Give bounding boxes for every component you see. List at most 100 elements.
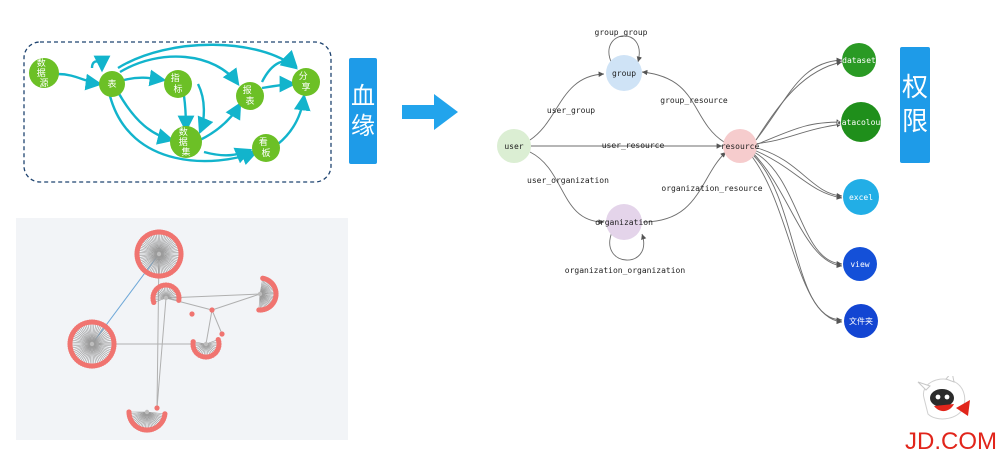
graph-spoke (91, 331, 111, 345)
graph-spoke (146, 411, 155, 429)
graph-spoke (91, 343, 99, 366)
graph-spoke (139, 253, 160, 266)
graph-node (173, 287, 179, 293)
node-user: user (504, 142, 523, 151)
graph-spoke (77, 343, 93, 362)
graph-spoke (158, 253, 177, 268)
graph-spoke (70, 343, 93, 349)
relation-graph (16, 218, 348, 440)
graph-spoke (142, 253, 160, 269)
graph-spoke (76, 343, 93, 360)
lineage-node-report: 报 表 (243, 84, 257, 107)
graph-spoke (151, 232, 160, 255)
graph-leaf-node (190, 339, 196, 345)
edge-dataset-dashboard (203, 147, 253, 164)
edge-table-dataset (116, 91, 175, 145)
graph-spoke (146, 411, 152, 430)
lineage-node-table: 表 (107, 78, 116, 90)
graph-spoke (146, 411, 164, 420)
graph-spoke (146, 411, 150, 430)
graph-spoke (74, 329, 93, 345)
node-datacoloum: datacoloum (837, 118, 885, 127)
graph-spoke (70, 343, 93, 347)
lineage-node-datasource: 数 据 源 (37, 57, 51, 89)
graph-spoke (158, 235, 172, 255)
graph-spoke (158, 232, 163, 255)
graph-spoke (146, 411, 162, 423)
graph-spoke (158, 237, 175, 255)
edge-dashboard-share (277, 93, 311, 145)
graph-spoke (89, 343, 93, 366)
graph-spoke (72, 343, 93, 355)
graph-spoke (91, 343, 105, 363)
graph-spoke (155, 253, 160, 276)
graph-spoke (134, 411, 148, 426)
graph-leaf-node (176, 297, 182, 303)
node-folder: 文件夹 (849, 316, 873, 326)
graph-link (156, 253, 160, 409)
graph-spoke (139, 253, 160, 264)
graph-spoke (74, 343, 93, 359)
edge-datasource-table (57, 72, 103, 91)
graph-spoke (148, 253, 160, 274)
graph-spoke (71, 335, 93, 345)
graph-spoke (91, 323, 101, 345)
graph-spoke (137, 247, 160, 255)
graph-spoke (158, 253, 165, 276)
graph-spoke (91, 322, 97, 345)
permission-banner-char: 权 (901, 73, 928, 103)
graph-spoke (85, 343, 93, 366)
graph-spoke (143, 237, 160, 255)
graph-spoke (158, 244, 179, 255)
lineage-banner-char: 血 (351, 82, 375, 110)
graph-spoke (151, 253, 160, 276)
graph-spoke (158, 253, 181, 261)
graph-spoke (142, 411, 148, 430)
graph-spoke (137, 251, 160, 255)
graph-spoke (139, 244, 160, 255)
node-dataset: dataset (842, 56, 876, 65)
graph-spoke (158, 253, 176, 269)
graph-spoke (131, 411, 148, 422)
edge-table-metric (123, 69, 167, 87)
edge-organization-resource (642, 151, 727, 223)
graph-spoke (137, 253, 160, 257)
graph-spoke (91, 337, 114, 345)
graph-spoke (158, 236, 173, 255)
graph-spoke (157, 253, 160, 276)
node-resource: resource (721, 142, 760, 151)
graph-spoke (145, 253, 160, 272)
edge-resource-dataset (755, 57, 843, 141)
graph-spoke (70, 337, 93, 345)
graph-link (211, 309, 223, 335)
graph-spoke (155, 232, 160, 255)
graph-spoke (158, 253, 161, 276)
graph-spoke (91, 341, 114, 345)
graph-spoke (158, 253, 172, 273)
edge-resource-excel (756, 147, 843, 199)
edge-resource-view (753, 151, 843, 267)
graph-link (156, 297, 167, 409)
lineage-banner: 血 缘 (349, 58, 377, 164)
graph-spoke (146, 411, 161, 425)
graph-spoke (141, 253, 160, 268)
graph-spoke (143, 253, 160, 271)
graph-spoke (146, 411, 157, 428)
graph-node (154, 405, 160, 411)
graph-spoke (157, 232, 160, 255)
graph-spoke (91, 343, 114, 351)
graph-hub-node (89, 341, 95, 347)
graph-spoke (81, 343, 93, 364)
graph-spoke (158, 253, 181, 257)
graph-spoke (138, 245, 160, 255)
node-excel: excel (849, 193, 873, 202)
edge-table-share (117, 43, 298, 70)
graph-spoke (158, 253, 167, 276)
graph-spoke (145, 236, 160, 255)
edge-label-organization-resource: organization_resource (661, 184, 762, 193)
graph-spoke (91, 339, 114, 345)
edge-organization-organization (609, 231, 647, 261)
graph-spoke (158, 253, 163, 276)
graph-spoke (87, 322, 93, 345)
graph-spoke (91, 343, 111, 357)
